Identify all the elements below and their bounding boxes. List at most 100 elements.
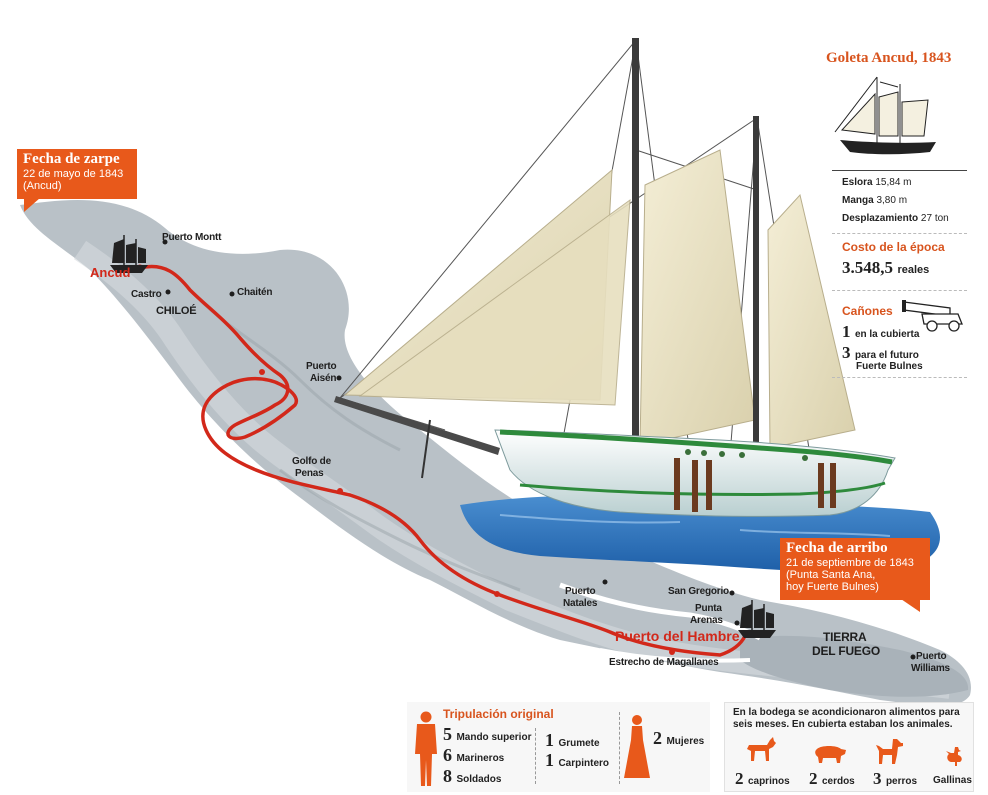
label-punta-arenas-1: Punta [695,603,722,614]
animal-cerdos-num: 2 [809,769,818,788]
cannons-title: Cañones [842,304,893,318]
cost-value: 3.548,5 [842,258,893,277]
departure-date: 22 de mayo de 1843 [23,168,124,180]
animal-perros-label: perros [885,776,918,787]
crew-mando-label: Mando superior [456,732,532,743]
crew-divider-2 [619,712,620,784]
crew-item-marineros: 6 Marineros [443,745,504,766]
label-punta-arenas-2: Arenas [690,615,723,626]
departure-place: (Ancud) [23,180,62,192]
arrival-box: Fecha de arribo 21 de septiembre de 1843… [780,538,930,600]
label-golfo-penas-2: Penas [295,468,324,479]
label-puerto-natales-2: Natales [563,598,598,609]
crew-panel: Tripulación original 5 Mando superior 6 … [407,702,710,792]
crew-marineros-num: 6 [443,745,452,765]
label-ancud: Ancud [90,265,131,280]
goat-icon [747,737,776,761]
spec-eslora: Eslora 15,84 m [842,177,912,188]
label-puerto-williams-1: Puerto [916,651,947,662]
label-puerto-williams-2: Williams [911,663,950,674]
spec-manga-value: 3,80 m [876,195,908,206]
label-puerto-aisen-2: Aisén [310,373,337,384]
label-golfo-penas-1: Golfo de [292,456,331,467]
woman-icon [624,715,650,778]
arrival-date: 21 de septiembre de 1843 [786,557,914,569]
cannon-row-1: 1 en la cubierta [842,322,919,342]
spec-manga: Manga 3,80 m [842,195,907,206]
arrival-place-line2: hoy Fuerte Bulnes) [786,581,879,593]
chicken-icon [946,747,962,766]
animal-caprinos: 2 caprinos [735,769,790,789]
crew-marineros-label: Marineros [456,753,505,764]
cannon1-num: 1 [842,322,851,341]
schooner-illustration [334,38,896,517]
cost-title: Costo de la época [842,240,945,254]
crew-carpintero-label: Carpintero [558,758,610,769]
label-chiloe: CHILOÉ [156,305,197,317]
crew-mujeres-num: 2 [653,728,662,748]
crew-item-mando: 5 Mando superior [443,724,531,745]
crew-soldados-num: 8 [443,766,452,786]
cannon2-num: 3 [842,343,851,362]
soldier-icon [415,711,437,786]
animal-caprinos-num: 2 [735,769,744,788]
animal-perros: 3 perros [873,769,917,789]
schooner-profile-icon [834,76,936,155]
spec-desplazamiento: Desplazamiento 27 ton [842,213,949,224]
arrival-pointer [898,597,920,612]
crew-mando-num: 5 [443,724,452,744]
spec-eslora-value: 15,84 m [875,177,912,188]
hold-line1: En la bodega se acondicionaron alimentos… [733,707,960,718]
label-san-gregorio: San Gregorio [668,586,729,597]
crew-item-soldados: 8 Soldados [443,766,501,787]
pig-icon [815,746,846,763]
crew-item-mujeres: 2 Mujeres [653,728,704,749]
cost-row: 3.548,5 reales [842,258,929,278]
crew-item-grumete: 1 Grumete [545,730,600,751]
place-dots [162,239,916,660]
spec-desplazamiento-value: 27 ton [920,213,949,224]
crew-divider-1 [535,728,536,784]
crew-soldados-label: Soldados [456,774,502,785]
arrival-place-line1: (Punta Santa Ana, [786,569,876,581]
departure-pointer [24,198,40,212]
label-puerto-natales-1: Puerto [565,586,596,597]
label-tierra-fuego-2: DEL FUEGO [812,644,880,658]
cannon2-line2: Fuerte Bulnes [856,361,923,372]
cannon-icon [902,300,963,332]
label-chaiten: Chaitén [237,287,273,298]
cannon-row-2: 3 para el futuro [842,343,919,363]
hold-line2: seis meses. En cubierta estaban los anim… [733,719,953,730]
animal-cerdos: 2 cerdos [809,769,855,789]
crew-grumete-num: 1 [545,730,554,750]
animal-caprinos-label: caprinos [747,776,790,787]
ship-icon-ancud [110,235,148,273]
crew-mujeres-label: Mujeres [666,736,705,747]
hold-panel: En la bodega se acondicionaron alimentos… [724,702,974,792]
crew-carpintero-num: 1 [545,750,554,770]
cost-unit: reales [897,264,930,276]
cannon1-text: en la cubierta [854,329,920,340]
crew-title: Tripulación original [443,707,554,721]
spec-desplazamiento-label: Desplazamiento [842,213,919,224]
departure-box: Fecha de zarpe 22 de mayo de 1843 (Ancud… [17,149,137,199]
cannon2-line1: para el futuro [854,350,919,361]
ship-icon-puerto-hambre [738,600,776,638]
crew-item-carpintero: 1 Carpintero [545,750,609,771]
label-puerto-montt: Puerto Montt [162,232,222,243]
animal-perros-num: 3 [873,769,882,788]
animal-gallinas-label: Gallinas [933,775,972,786]
label-puerto-del-hambre: Puerto del Hambre [615,628,740,644]
label-estrecho-magallanes: Estrecho de Magallanes [609,657,719,668]
crew-grumete-label: Grumete [558,738,600,749]
spec-manga-label: Manga [842,195,874,206]
label-castro: Castro [131,289,162,300]
spec-eslora-label: Eslora [842,177,873,188]
label-tierra-fuego-1: TIERRA [823,630,867,644]
specs-title: Goleta Ancud, 1843 [826,50,952,66]
label-puerto-aisen-1: Puerto [306,361,337,372]
animal-cerdos-label: cerdos [821,776,855,787]
arrival-title: Fecha de arribo [786,540,888,556]
